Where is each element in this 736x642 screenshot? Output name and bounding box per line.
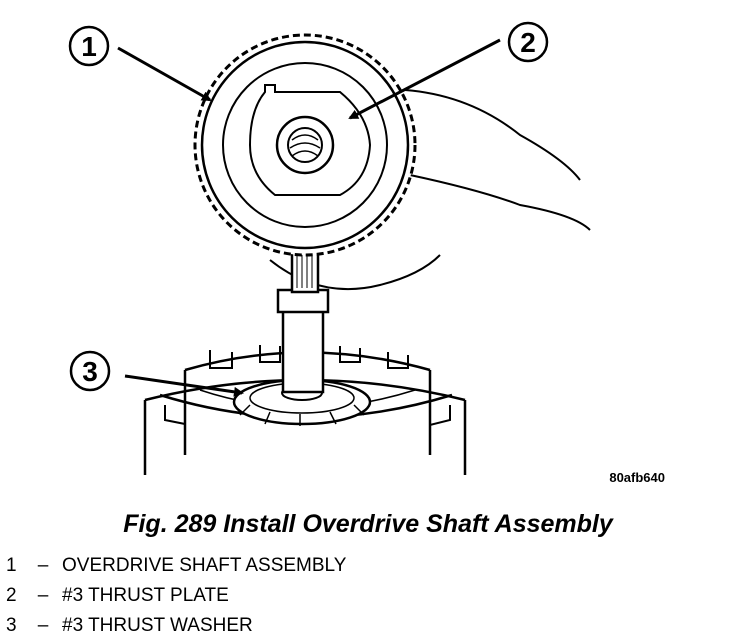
callout-1-arrow (117, 46, 212, 102)
drawing-code: 80afb640 (609, 470, 665, 485)
legend-number: 3 (6, 615, 17, 636)
svg-text:2: 2 (520, 27, 536, 58)
legend-label: OVERDRIVE SHAFT ASSEMBLY (62, 555, 347, 576)
callout-1: 1 (68, 25, 110, 67)
legend-item: 2 – #3 THRUST PLATE (6, 581, 346, 611)
legend-number: 1 (6, 555, 17, 576)
legend-separator: – (37, 555, 49, 576)
callout-3-arrow (124, 374, 244, 397)
legend-number: 2 (6, 585, 17, 606)
overdrive-shaft-illustration: 1 2 3 80afb640 (68, 21, 665, 485)
legend: 1 – OVERDRIVE SHAFT ASSEMBLY 2 – #3 THRU… (6, 551, 346, 641)
callout-2: 2 (507, 21, 549, 63)
legend-label: #3 THRUST PLATE (62, 585, 229, 606)
legend-item: 1 – OVERDRIVE SHAFT ASSEMBLY (6, 551, 346, 581)
callout-2-arrow (348, 38, 501, 120)
legend-separator: – (37, 615, 49, 636)
legend-separator: – (37, 585, 49, 606)
figure-caption: Fig. 289 Install Overdrive Shaft Assembl… (123, 510, 613, 538)
legend-label: #3 THRUST WASHER (62, 615, 253, 636)
legend-item: 3 – #3 THRUST WASHER (6, 611, 346, 641)
overdrive-gear-assembly (193, 33, 417, 257)
callout-3: 3 (69, 350, 111, 392)
svg-text:1: 1 (81, 31, 97, 62)
svg-text:3: 3 (82, 356, 98, 387)
housing-drum (143, 345, 467, 475)
